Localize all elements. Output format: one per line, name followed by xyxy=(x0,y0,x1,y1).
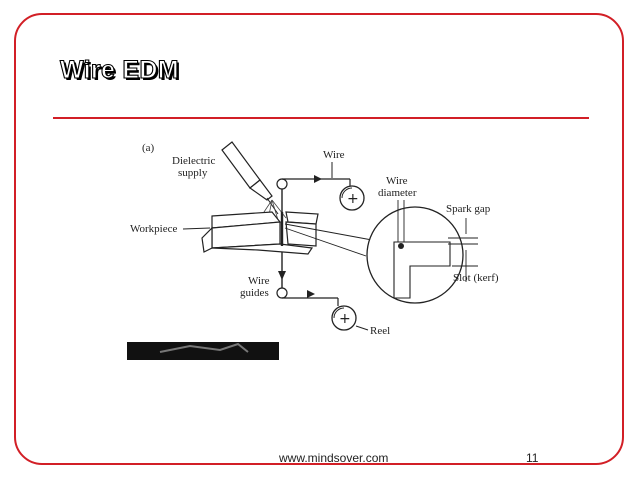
zoom-line-lower xyxy=(284,227,367,257)
wire-direction-arrow-down xyxy=(278,271,286,280)
workpiece-label: Workpiece xyxy=(130,223,177,235)
wire-diameter-label-2: diameter xyxy=(378,187,417,199)
dielectric-label-1: Dielectric xyxy=(172,155,215,167)
top-guide-roller xyxy=(276,178,288,190)
bottom-guide-roller xyxy=(276,287,288,299)
wire-cross-section xyxy=(398,243,404,249)
spark-gap-label: Spark gap xyxy=(446,203,491,215)
supply-reel xyxy=(339,185,365,211)
reel-label: Reel xyxy=(370,325,390,337)
wire-edm-diagram: (a) Dielectric supply Wire + Workpiece xyxy=(127,141,499,360)
take-up-reel xyxy=(331,305,357,331)
footer-url: www.mindsover.com xyxy=(279,451,389,465)
photo-strip xyxy=(127,342,279,360)
title-divider xyxy=(53,117,589,119)
slot-kerf-label: Slot (kerf) xyxy=(453,272,499,284)
detail-circle xyxy=(366,206,464,304)
dielectric-nozzle xyxy=(221,141,279,215)
supply-reel-plus-icon: + xyxy=(347,191,359,207)
page-number: 11 xyxy=(526,451,539,465)
zoom-line-upper xyxy=(284,223,373,241)
slide-title: Wire EDM xyxy=(59,55,179,84)
wire-direction-arrow-top xyxy=(314,175,322,183)
wire-guides-label-1: Wire xyxy=(248,275,270,287)
slide-frame xyxy=(14,13,624,465)
wire-diameter-label-1: Wire xyxy=(386,175,408,187)
workpiece xyxy=(201,211,319,255)
dielectric-label-2: supply xyxy=(178,167,208,179)
wire-guides-label-2: guides xyxy=(240,287,269,299)
slot-outline xyxy=(393,241,451,299)
wire-label: Wire xyxy=(323,149,345,161)
wire-direction-arrow-bottom xyxy=(307,290,315,298)
panel-label: (a) xyxy=(142,142,155,154)
take-up-reel-plus-icon: + xyxy=(339,311,351,327)
